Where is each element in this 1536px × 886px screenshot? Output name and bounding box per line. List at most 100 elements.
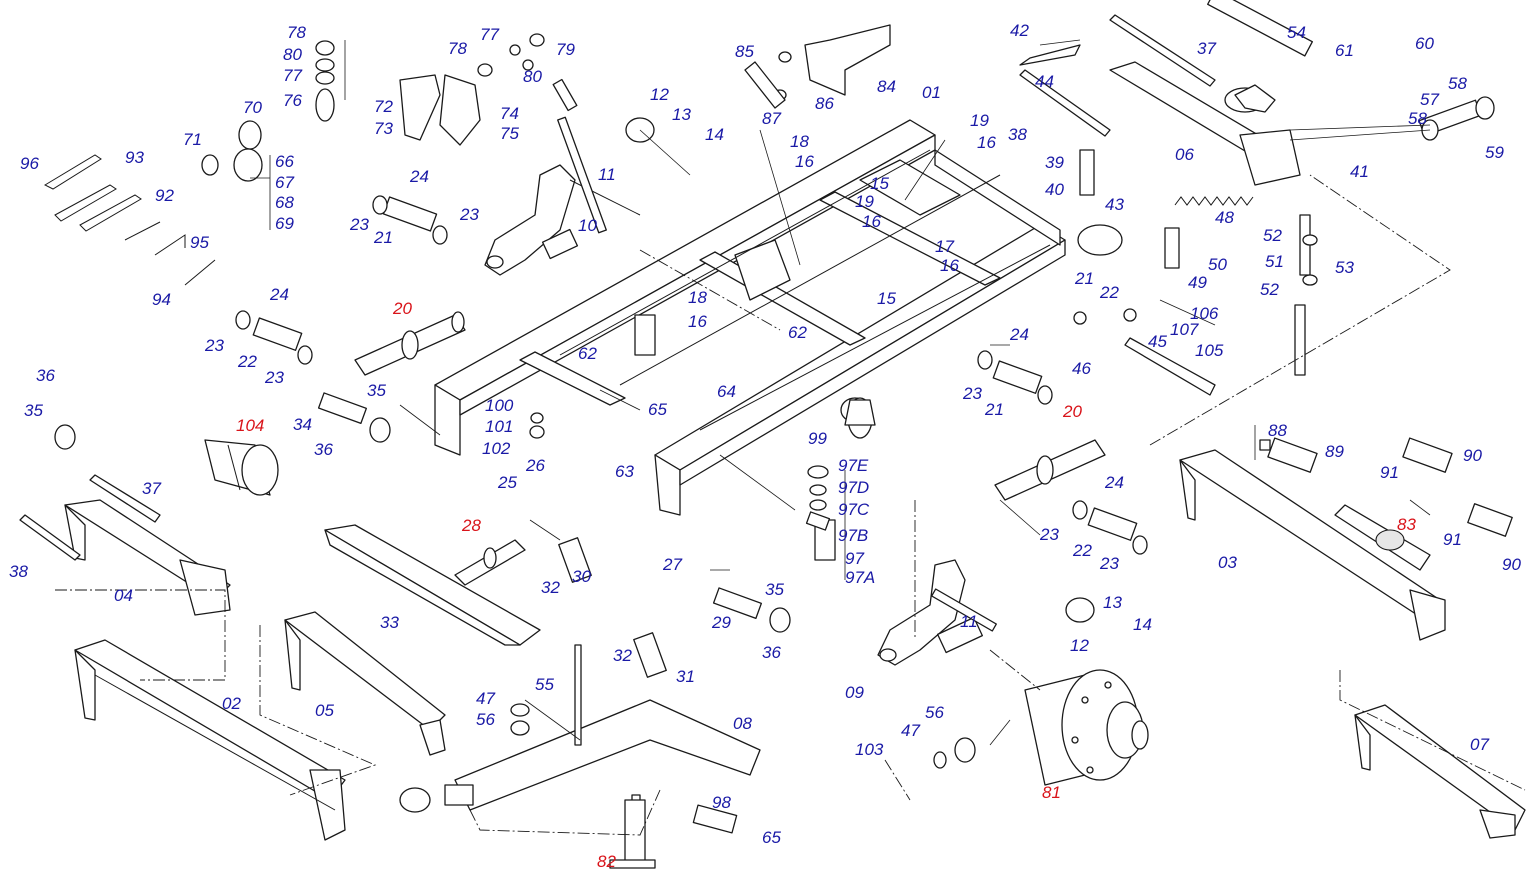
callout-93: 93 <box>125 148 144 167</box>
callout-42: 42 <box>1010 21 1029 40</box>
callout-87: 87 <box>762 109 781 128</box>
callout-23: 23 <box>459 205 479 224</box>
callout-14: 14 <box>1133 615 1152 634</box>
callout-105: 105 <box>1195 341 1224 360</box>
callout-27: 27 <box>662 555 682 574</box>
callout-34: 34 <box>293 415 312 434</box>
callout-76: 76 <box>283 91 302 110</box>
callout-09: 09 <box>845 683 864 702</box>
jack <box>609 799 656 869</box>
callout-47: 47 <box>476 689 495 708</box>
callout-41: 41 <box>1350 162 1369 181</box>
rod-105 <box>1124 337 1216 396</box>
callout-21: 21 <box>373 228 393 247</box>
callout-73: 73 <box>374 119 393 138</box>
callout-53: 53 <box>1335 258 1354 277</box>
callout-56: 56 <box>476 710 495 729</box>
callout-12: 12 <box>1070 636 1089 655</box>
callout-16: 16 <box>795 152 814 171</box>
callout-05: 05 <box>315 701 334 720</box>
brackets <box>399 24 1276 146</box>
callout-22: 22 <box>1072 541 1092 560</box>
callout-36: 36 <box>762 643 781 662</box>
callout-10: 10 <box>578 216 597 235</box>
callout-88: 88 <box>1268 421 1287 440</box>
wheel-arm-lower <box>877 559 984 666</box>
callout-90: 90 <box>1502 555 1521 574</box>
callout-20: 20 <box>1062 402 1082 421</box>
callout-65: 65 <box>648 400 667 419</box>
wheel-arm-upper <box>484 164 579 276</box>
callout-45: 45 <box>1148 332 1167 351</box>
side-frame-04 <box>64 499 231 616</box>
callout-12: 12 <box>650 85 669 104</box>
callout-78: 78 <box>287 23 306 42</box>
callout-24: 24 <box>409 167 429 186</box>
callout-97C: 97C <box>838 500 870 519</box>
callout-62: 62 <box>788 323 807 342</box>
callout-60: 60 <box>1415 34 1434 53</box>
callout-31: 31 <box>676 667 695 686</box>
part-99 <box>844 399 876 426</box>
side-frame-05 <box>284 611 446 756</box>
callout-38: 38 <box>1008 125 1027 144</box>
callout-16: 16 <box>862 212 881 231</box>
leader-lines <box>250 39 1431 746</box>
callout-99: 99 <box>808 429 827 448</box>
callout-24: 24 <box>1104 473 1124 492</box>
pins <box>252 0 1513 866</box>
callout-16: 16 <box>688 312 707 331</box>
callout-35: 35 <box>24 401 43 420</box>
callout-29: 29 <box>711 613 731 632</box>
callout-02: 02 <box>222 694 241 713</box>
callout-11: 11 <box>960 612 978 631</box>
callout-06: 06 <box>1175 145 1194 164</box>
callout-62: 62 <box>578 344 597 363</box>
main-frame <box>434 119 1066 516</box>
callout-25: 25 <box>497 473 517 492</box>
callout-97D: 97D <box>838 478 869 497</box>
callout-44: 44 <box>1035 72 1054 91</box>
callout-107: 107 <box>1170 320 1199 339</box>
callout-57: 57 <box>1420 90 1439 109</box>
callout-labels: 78 80 77 76 78 77 79 80 72 73 74 75 70 7… <box>9 21 1521 871</box>
callout-68: 68 <box>275 193 294 212</box>
callout-24: 24 <box>1009 325 1029 344</box>
callout-74: 74 <box>500 104 519 123</box>
callout-36: 36 <box>36 366 55 385</box>
callout-20: 20 <box>392 299 412 318</box>
callout-23: 23 <box>349 215 369 234</box>
callout-78: 78 <box>448 39 467 58</box>
callout-92: 92 <box>155 186 174 205</box>
callout-80: 80 <box>523 67 542 86</box>
callout-69: 69 <box>275 214 294 233</box>
callout-81: 81 <box>1042 783 1061 802</box>
callout-13: 13 <box>672 105 691 124</box>
callout-07: 07 <box>1470 735 1489 754</box>
side-frame-03 <box>1179 449 1446 641</box>
callout-01: 01 <box>922 83 941 102</box>
cylinder-upper <box>354 311 466 376</box>
callout-89: 89 <box>1325 442 1344 461</box>
callout-85: 85 <box>735 42 754 61</box>
side-frame-07 <box>1354 704 1526 839</box>
callout-37: 37 <box>1197 39 1216 58</box>
callout-97B: 97B <box>838 526 868 545</box>
callout-17: 17 <box>935 237 954 256</box>
callout-50: 50 <box>1208 255 1227 274</box>
callout-11: 11 <box>598 165 616 184</box>
callout-16: 16 <box>940 256 959 275</box>
callout-91: 91 <box>1380 463 1399 482</box>
callout-37: 37 <box>142 479 161 498</box>
callout-23: 23 <box>264 368 284 387</box>
callout-97A: 97A <box>845 568 875 587</box>
callout-23: 23 <box>204 336 224 355</box>
callout-52: 52 <box>1260 280 1279 299</box>
callout-35: 35 <box>367 381 386 400</box>
callout-51: 51 <box>1265 252 1284 271</box>
callout-23: 23 <box>1099 554 1119 573</box>
callout-19: 19 <box>970 111 989 130</box>
callout-49: 49 <box>1188 273 1207 292</box>
callout-23: 23 <box>1039 525 1059 544</box>
